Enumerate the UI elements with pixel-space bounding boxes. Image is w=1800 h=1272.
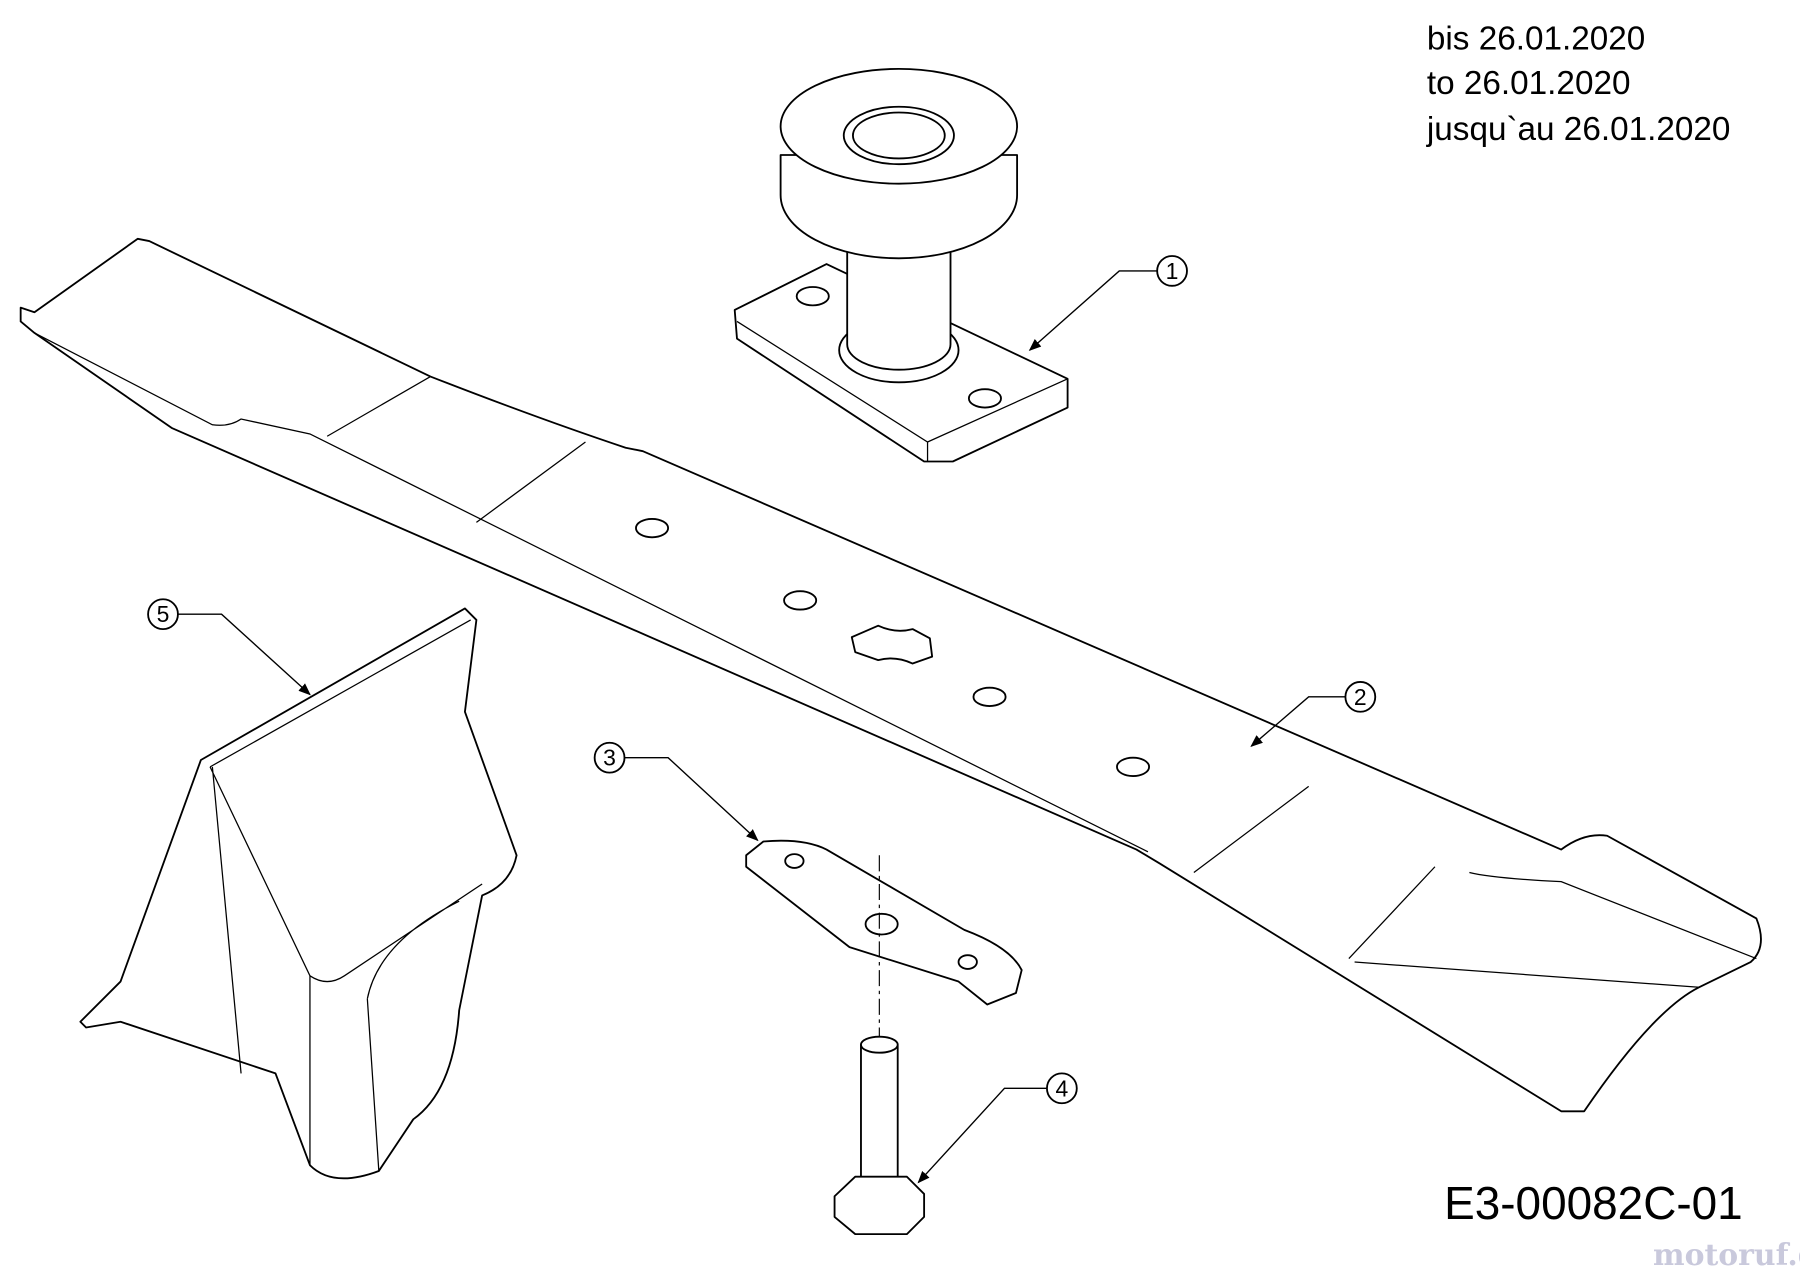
callout-1-number: 1 <box>1166 258 1179 284</box>
callout-5-number: 5 <box>157 601 170 627</box>
deflector-part <box>79 607 518 1180</box>
callouts: 1 2 3 4 5 <box>147 255 1377 1184</box>
blade-part <box>19 237 1762 1113</box>
callout-4-number: 4 <box>1055 1075 1068 1101</box>
validity-note-en: to 26.01.2020 <box>1427 65 1631 102</box>
callout-5: 5 <box>147 598 311 696</box>
callout-1: 1 <box>1028 255 1188 351</box>
watermark-logo: motoruf.de <box>1653 1238 1800 1272</box>
callout-2-number: 2 <box>1354 684 1367 710</box>
validity-note-fr: jusqu`au 26.01.2020 <box>1426 111 1730 148</box>
callout-2: 2 <box>1250 681 1377 748</box>
drawing-code: E3-00082C-01 <box>1444 1177 1743 1229</box>
callout-4: 4 <box>917 1072 1078 1184</box>
spindle-part <box>733 67 1069 463</box>
callout-3: 3 <box>593 741 759 842</box>
validity-note-de: bis 26.01.2020 <box>1427 20 1645 57</box>
adapter-part <box>745 839 1023 1006</box>
callout-3-number: 3 <box>603 745 616 771</box>
bolt-part <box>833 855 926 1236</box>
